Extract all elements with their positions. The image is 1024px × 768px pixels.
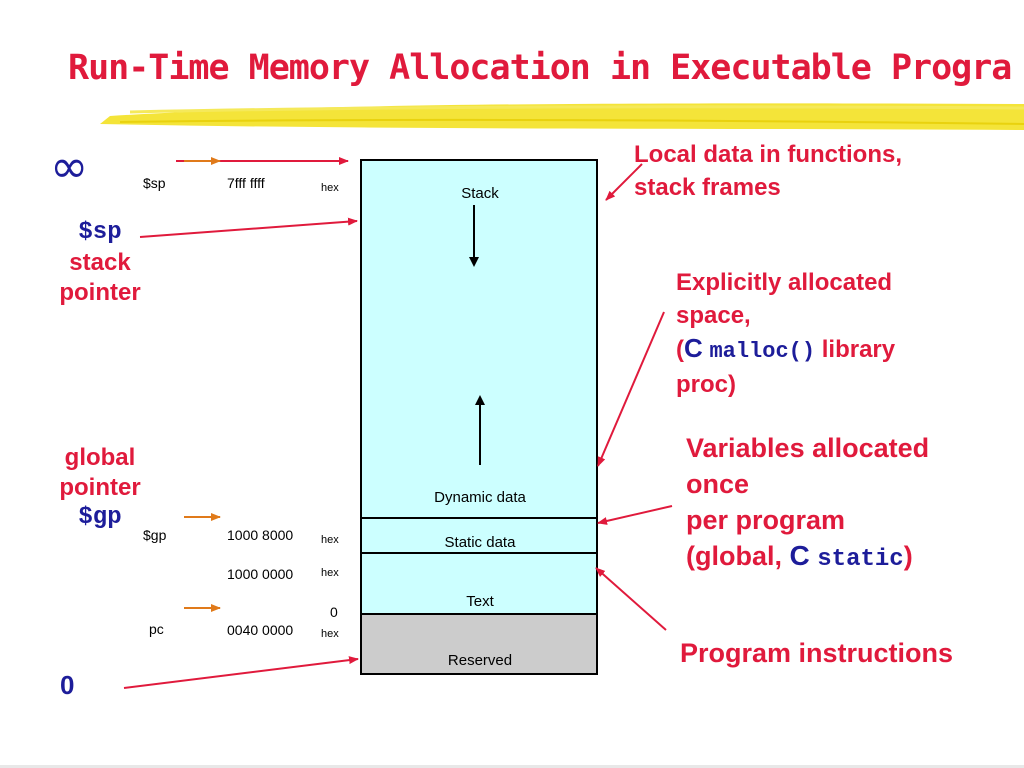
segment-stack: Stack xyxy=(461,185,499,202)
memory-region xyxy=(360,159,598,615)
infinity-symbol: ∞ xyxy=(50,139,89,193)
gp-address-label: $gp xyxy=(143,527,167,543)
highlighter-stroke xyxy=(100,103,1024,130)
zero-address-label: 0 xyxy=(60,670,75,700)
slide-title: Run-Time Memory Allocation in Executable… xyxy=(68,48,1012,88)
sp-register: $sp xyxy=(78,219,122,246)
static-hex-suffix: hex xyxy=(321,567,339,579)
reserved-region xyxy=(360,613,598,675)
sp-address-value: 7fff ffff xyxy=(227,175,265,191)
heap-ann-arrow xyxy=(597,311,665,467)
sp-hex-suffix: hex xyxy=(321,182,339,194)
pc-zero: 0 xyxy=(330,604,338,620)
static-address-value: 1000 0000 xyxy=(227,566,294,582)
stack-annotation: Local data in functions, stack frames xyxy=(634,141,903,201)
segment-reserved: Reserved xyxy=(447,652,513,669)
text-annotation: Program instructions xyxy=(680,638,954,668)
footer-divider xyxy=(0,765,1024,768)
segment-text: Text xyxy=(466,593,494,610)
pc-address-label: pc xyxy=(149,621,164,637)
zero-arrow xyxy=(123,656,359,689)
global-pointer-label: global pointer $gp xyxy=(40,443,160,533)
segment-static-data: Static data xyxy=(444,534,516,551)
gp-address-value: 1000 8000 xyxy=(227,527,294,543)
text-ann-arrow xyxy=(595,567,667,631)
gp-register: $gp xyxy=(78,504,122,531)
stack-ann-arrow xyxy=(605,163,643,201)
gp-hex-suffix: hex xyxy=(321,534,339,546)
static-ann-arrow xyxy=(597,505,673,525)
heap-annotation: Explicitly allocated space, (C malloc() … xyxy=(676,269,896,398)
pc-address-value: 0040 0000 xyxy=(227,622,294,638)
stack-pointer-label: $sp stack pointer xyxy=(40,218,160,308)
segment-dynamic-data: Dynamic data xyxy=(434,489,526,506)
pc-hex-suffix: hex xyxy=(321,628,339,640)
sp-address-label: $sp xyxy=(143,175,166,191)
sp-arrow xyxy=(139,217,358,238)
static-annotation: Variables allocated once per program (gl… xyxy=(686,433,930,573)
